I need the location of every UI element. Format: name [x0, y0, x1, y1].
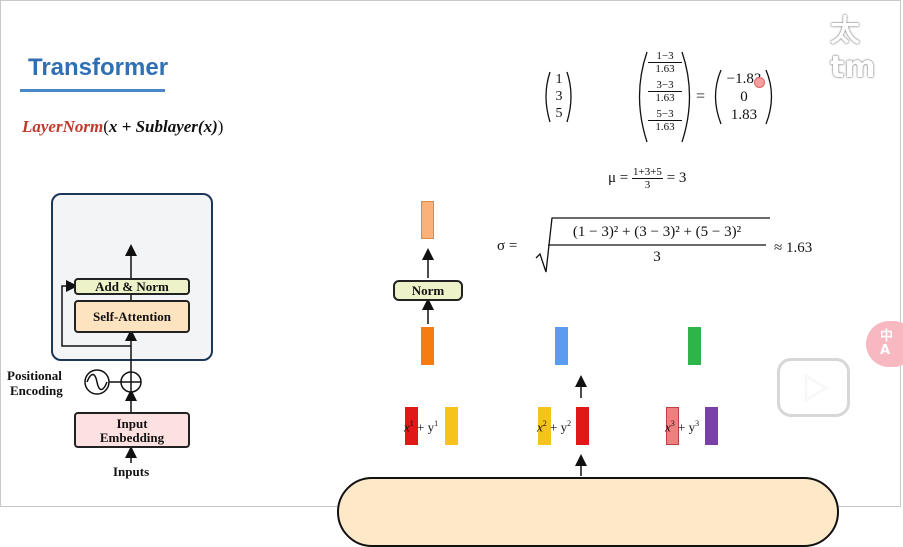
- sigma-rhs: ≈ 1.63: [774, 240, 813, 256]
- norm-frac-1-num: 1−3: [648, 50, 682, 63]
- result-vector: −1.83 0 1.83: [720, 70, 768, 124]
- positional-label-line2: Encoding: [10, 383, 63, 398]
- token2-y-sup: 2: [567, 419, 572, 428]
- token1-x-sup: 1: [409, 419, 414, 428]
- sigma-lhs: σ =: [497, 238, 518, 254]
- translate-badge[interactable]: 中 A: [866, 321, 903, 367]
- result-item-2: 0: [740, 89, 748, 105]
- token1-plus-y: + y: [417, 419, 435, 435]
- play-button[interactable]: [777, 358, 850, 417]
- token2-x: x: [537, 419, 543, 435]
- formula-open: (: [103, 117, 109, 136]
- badge-line1: 中: [880, 329, 894, 344]
- formula-close: ): [217, 117, 224, 136]
- norm-block: Norm: [393, 280, 463, 301]
- mu-den: 3: [644, 179, 651, 191]
- token3-x-sup: 3: [670, 419, 675, 428]
- output-vector-light: [421, 201, 434, 239]
- token1-y-sup: 1: [434, 419, 439, 428]
- cursor-marker: [754, 77, 765, 88]
- translate-badge-text: 中 A: [880, 330, 893, 358]
- layernorm-formula: LayerNorm(x + Sublayer(x)): [22, 117, 223, 137]
- input-embedding-line2: Embedding: [99, 430, 165, 445]
- norm-frac-2: 3−3 1.63: [648, 79, 682, 104]
- token2-x-sup: 2: [542, 419, 547, 428]
- norm-frac-3-num: 5−3: [648, 108, 682, 121]
- norm-frac-3-den: 1.63: [655, 121, 675, 133]
- sqrt-symbol: [535, 217, 770, 273]
- output-vector-green: [688, 327, 701, 365]
- positional-encoding-label: Positional Encoding: [7, 368, 63, 398]
- self-attention-block: Self-Attention: [74, 300, 190, 333]
- encoder-panel: [51, 193, 213, 361]
- norm-frac-2-num: 3−3: [648, 79, 682, 92]
- watermark-logo: 太tm: [830, 14, 876, 85]
- norm-frac-3: 5−3 1.63: [648, 108, 682, 133]
- token3-plus-y: + y: [678, 419, 696, 435]
- token1-x: x: [404, 419, 410, 435]
- sigma-numerator: (1 − 3)² + (3 − 3)² + (5 − 3)²: [572, 224, 742, 240]
- vector-item-3: 5: [555, 106, 563, 121]
- formula-func: LayerNorm: [22, 117, 104, 136]
- slide-title: Transformer: [28, 54, 169, 81]
- badge-line2: A: [880, 343, 891, 358]
- token1-label: x1 + y1: [404, 419, 438, 435]
- mu-lhs: μ =: [608, 170, 629, 186]
- token3-y-vector: [705, 407, 718, 445]
- token2-plus-y: + y: [550, 419, 568, 435]
- token3-label: x3 + y3: [665, 419, 699, 435]
- token2-label: x2 + y2: [537, 419, 571, 435]
- output-vector-orange: [421, 327, 434, 365]
- result-item-1: −1.83: [726, 71, 762, 87]
- token1-x-vector: [405, 407, 418, 445]
- vector-item-1: 1: [555, 72, 563, 87]
- input-embedding-block: Input Embedding: [74, 412, 190, 448]
- inputs-label: Inputs: [113, 464, 150, 479]
- input-embedding-line1: Input: [116, 416, 148, 431]
- formula-arg: x + Sublayer(x): [108, 117, 218, 136]
- output-vector-blue: [555, 327, 568, 365]
- matrix-equals: =: [696, 88, 706, 105]
- add-norm-block: Add & Norm: [74, 278, 190, 295]
- token3-y-sup: 3: [695, 419, 700, 428]
- norm-frac-2-den: 1.63: [655, 92, 675, 104]
- bottom-panel: [337, 477, 839, 547]
- token2-x-vector: [538, 407, 551, 445]
- token1-y-vector: [445, 407, 458, 445]
- mu-fraction: 1+3+5 3: [632, 166, 663, 191]
- norm-frac-1: 1−3 1.63: [648, 50, 682, 75]
- token3-x-vector: [666, 407, 679, 445]
- token2-y-vector: [576, 407, 589, 445]
- vector-item-2: 3: [555, 89, 563, 104]
- title-underline: [20, 89, 165, 92]
- input-vector: 1 3 5: [552, 71, 566, 122]
- mu-num: 1+3+5: [632, 166, 663, 179]
- sigma-denominator: 3: [653, 249, 661, 265]
- norm-frac-1-den: 1.63: [655, 63, 675, 75]
- normalized-matrix: 1−3 1.63 3−3 1.63 5−3 1.63: [648, 50, 682, 133]
- result-item-3: 1.83: [730, 107, 758, 123]
- diagram-arrows: [61, 51, 829, 476]
- residual-arrow: [61, 280, 131, 347]
- positional-label-line1: Positional: [7, 368, 62, 383]
- token3-x: x: [665, 419, 671, 435]
- mu-rhs: = 3: [666, 170, 687, 186]
- mu-equation: μ = 1+3+5 3 = 3: [608, 166, 686, 191]
